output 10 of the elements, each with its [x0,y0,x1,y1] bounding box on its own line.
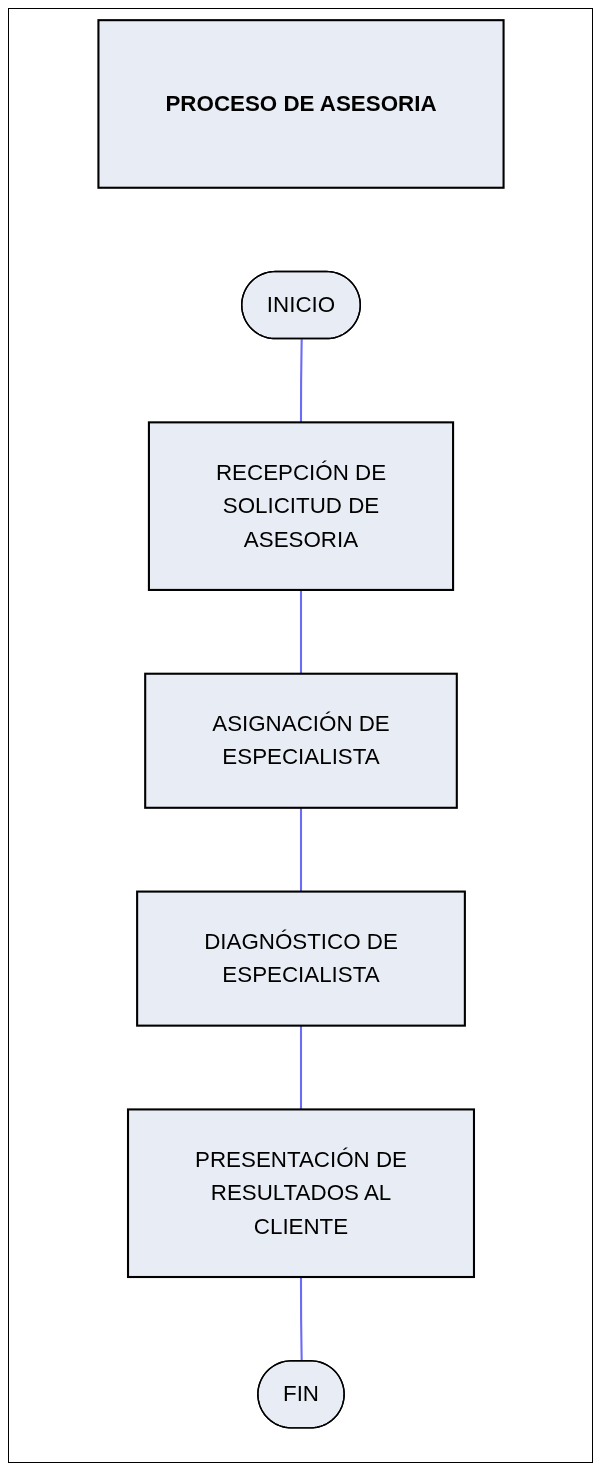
connector [299,1025,302,1110]
node-box: DIAGNÓSTICO DE ESPECIALISTA [135,890,466,1027]
connector [299,807,302,892]
connector [299,339,303,423]
node-box: PRESENTACIÓN DE RESULTADOS AL CLIENTE [126,1108,475,1279]
connector [299,589,302,674]
connector [299,1277,303,1362]
node-box: ASIGNACIÓN DE ESPECIALISTA [143,672,458,809]
node-box: PROCESO DE ASESORIA [96,19,505,189]
node-box: RECEPCIÓN DE SOLICITUD DE ASESORIA [147,421,454,591]
